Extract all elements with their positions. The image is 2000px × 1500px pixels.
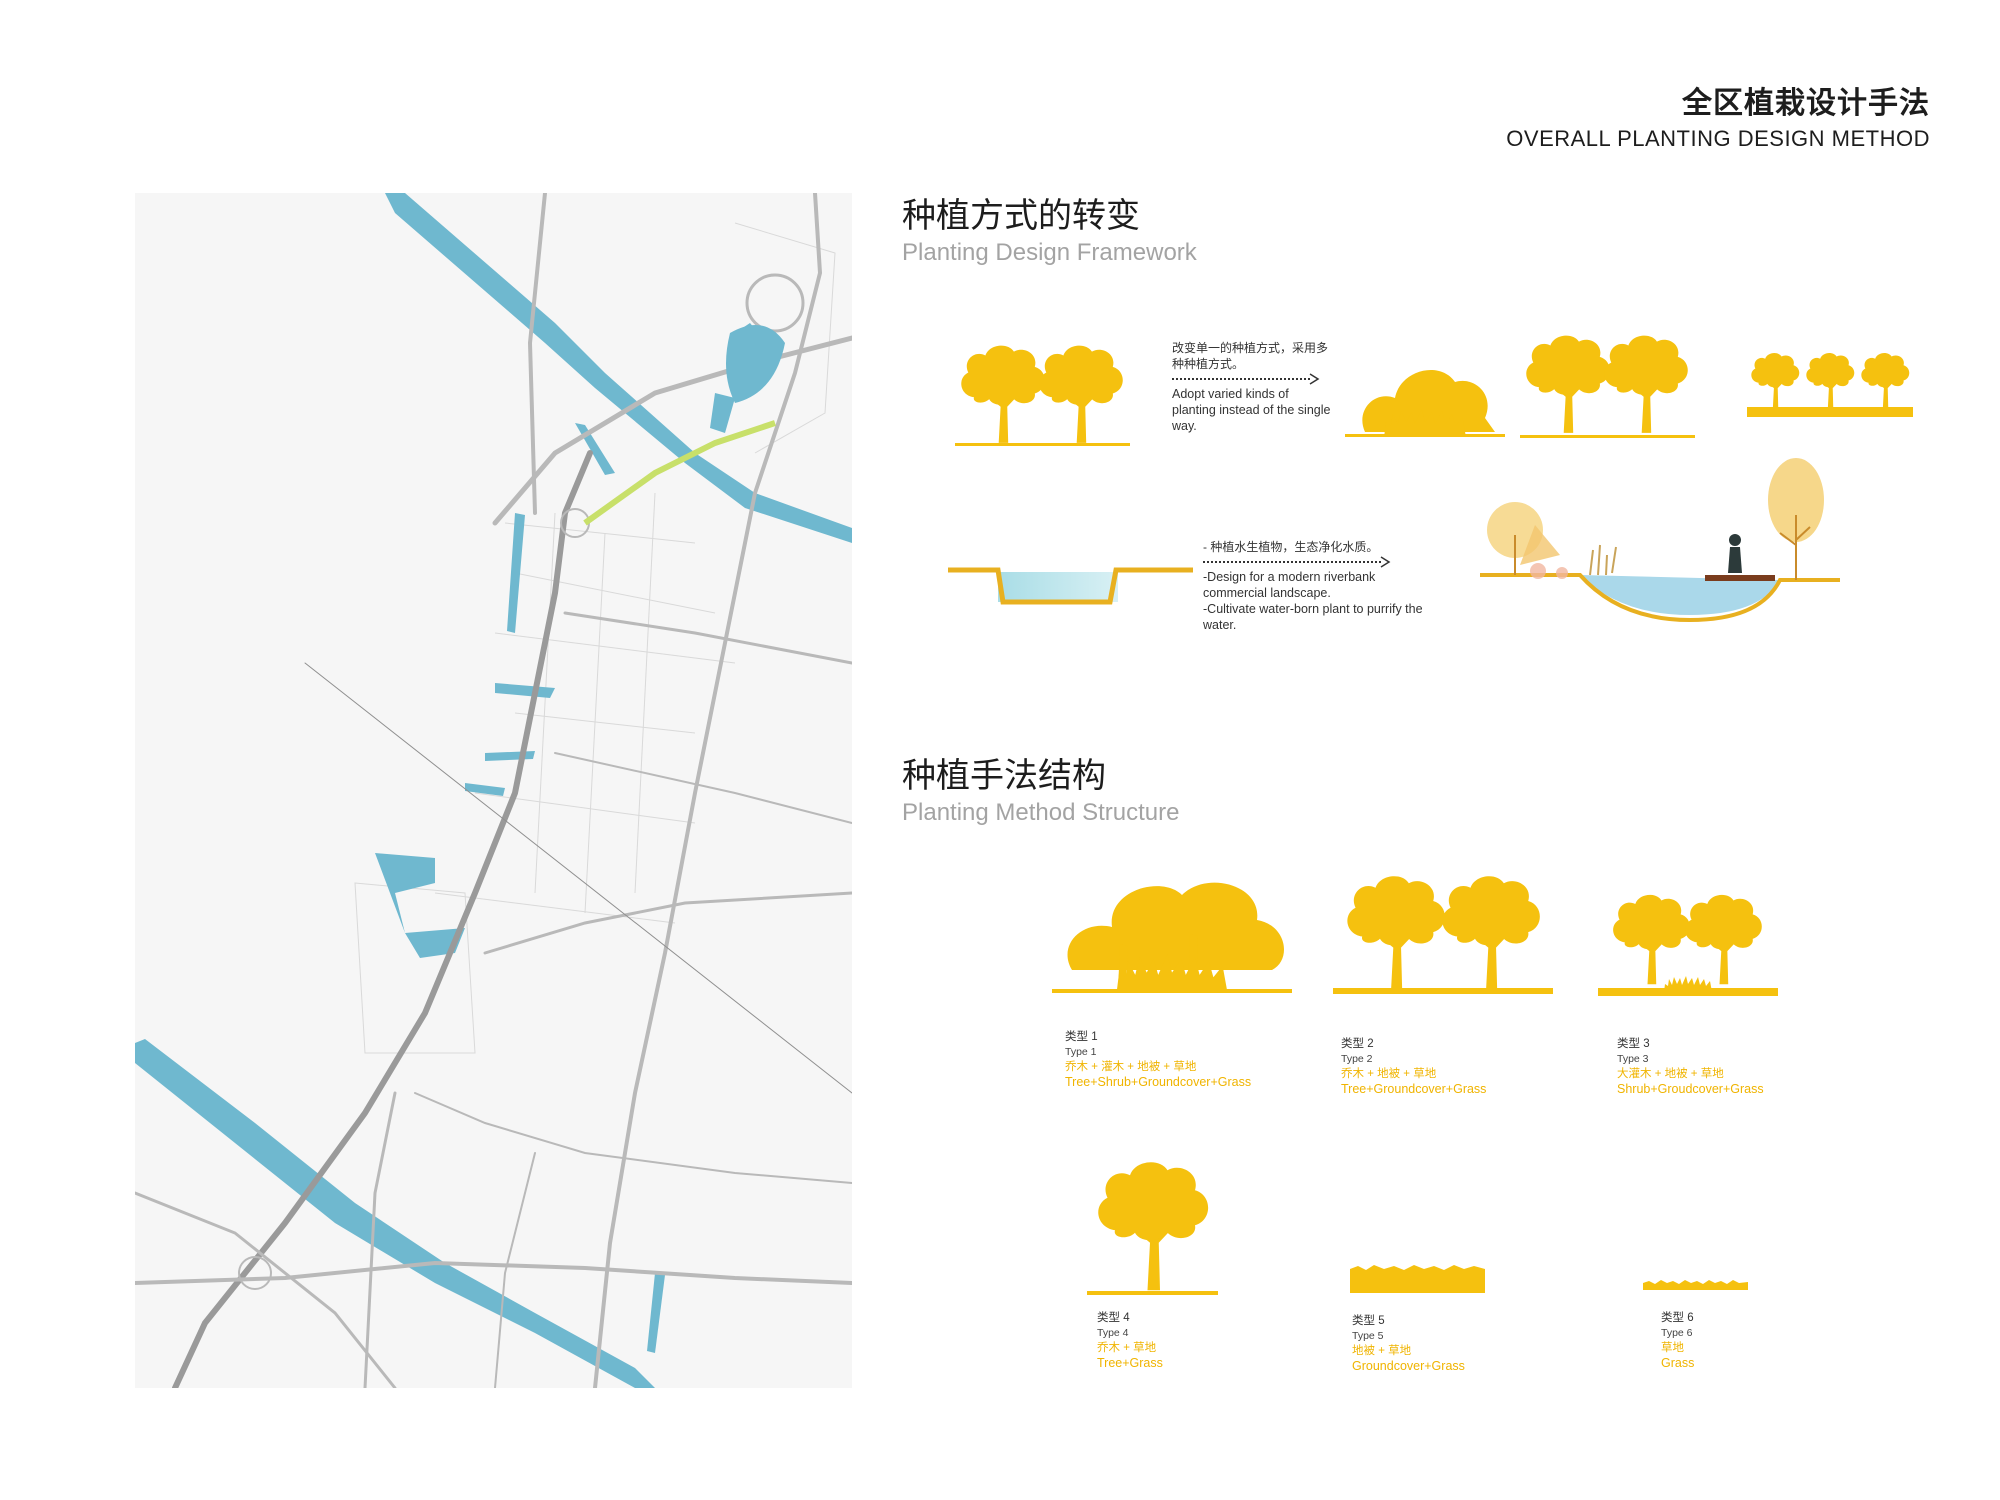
page-title: 全区植栽设计手法 [1682,86,1930,121]
tree-icon [1098,1162,1209,1291]
note-varied-planting: 改变单一的种植方式，采用多种种植方式。 Adopt varied kinds o… [1172,340,1332,434]
shrub-row-illustration [1745,345,1915,420]
type3-mix-cn: 大灌木 + 地被 + 草地 [1617,1068,1724,1080]
tree-icon [1861,353,1910,409]
type3-illustration [1598,890,1778,998]
tree-icon [1806,353,1855,409]
type5-caption: 类型 5 Type 5 地被 + 草地 Groundcover+Grass [1352,1314,1465,1374]
page-header: 全区植栽设计手法 OVERALL PLANTING DESIGN METHOD [1506,78,1930,152]
section-framework-heading: 种植方式的转变 Planting Design Framework [902,188,1197,267]
type1-caption: 类型 1 Type 1 乔木 + 灌木 + 地被 + 草地 Tree+Shrub… [1065,1030,1251,1090]
road-network [135,193,852,1388]
tree-icon [1347,876,1445,990]
site-map-drawing [135,193,852,1388]
dotted-arrow-icon [1203,556,1391,568]
urban-fabric [354,222,836,1054]
type5-illustration [1350,1263,1485,1293]
type2-mix-cn: 乔木 + 地被 + 草地 [1341,1068,1437,1080]
type5-mix-en: Groundcover+Grass [1352,1359,1465,1373]
type6-caption: 类型 6 Type 6 草地 Grass [1661,1311,1694,1371]
type3-mix-en: Shrub+Groudcover+Grass [1617,1082,1764,1096]
tree-icon [1685,894,1762,985]
type2-label-en: Type 2 [1341,1053,1373,1065]
mixed-planting-illustration [1345,340,1505,440]
type4-mix-cn: 乔木 + 草地 [1097,1342,1157,1354]
type6-mix-en: Grass [1661,1356,1695,1370]
type2-mix-en: Tree+Groundcover+Grass [1341,1082,1487,1096]
type2-caption: 类型 2 Type 2 乔木 + 地被 + 草地 Tree+Groundcove… [1341,1037,1486,1097]
hard-channel-illustration [948,560,1193,610]
note-riverbank-en1: -Design for a modern riverbank commercia… [1203,570,1376,600]
type4-label-en: Type 4 [1097,1327,1129,1339]
type3-caption: 类型 3 Type 3 大灌木 + 地被 + 草地 Shrub+Groudcov… [1617,1037,1764,1097]
note-riverbank-cn: - 种植水生植物，生态净化水质。 [1203,540,1379,554]
type1-label-en: Type 1 [1065,1046,1097,1058]
tree-icon [1751,353,1800,409]
type1-illustration [1052,865,1292,995]
type1-mix-cn: 乔木 + 灌木 + 地被 + 草地 [1065,1061,1197,1073]
note-riverbank-en2: -Cultivate water-born plant to purrify t… [1203,602,1423,632]
single-planting-illustration [955,335,1130,450]
type1-label-cn: 类型 1 [1065,1031,1098,1043]
type5-label-en: Type 5 [1352,1330,1384,1342]
note-riverbank: - 种植水生植物，生态净化水质。 -Design for a modern ri… [1203,539,1423,633]
tree-row-illustration [1520,330,1695,442]
type4-mix-en: Tree+Grass [1097,1356,1163,1370]
tree-icon [1526,335,1610,433]
type6-label-cn: 类型 6 [1661,1312,1694,1324]
section-framework-title: 种植方式的转变 [902,196,1140,236]
tree-icon [1604,335,1688,433]
type4-caption: 类型 4 Type 4 乔木 + 草地 Tree+Grass [1097,1311,1163,1371]
type3-label-en: Type 3 [1617,1053,1649,1065]
site-map [135,193,852,1388]
dotted-arrow-icon [1172,373,1320,385]
type5-mix-cn: 地被 + 草地 [1352,1345,1412,1357]
type3-label-cn: 类型 3 [1617,1038,1650,1050]
type6-illustration [1643,1275,1748,1290]
lake-node [726,325,785,403]
type6-label-en: Type 6 [1661,1327,1693,1339]
page-subtitle: OVERALL PLANTING DESIGN METHOD [1506,126,1930,151]
type6-mix-cn: 草地 [1661,1342,1684,1354]
greenway-path [583,420,776,526]
section-structure-title: 种植手法结构 [902,756,1106,796]
type5-label-cn: 类型 5 [1352,1315,1385,1327]
ecological-riverbank-illustration [1480,455,1840,625]
type1-mix-en: Tree+Shrub+Groundcover+Grass [1065,1075,1252,1089]
type2-illustration [1333,870,1553,998]
type4-illustration [1085,1155,1220,1300]
note-varied-planting-cn: 改变单一的种植方式，采用多种种植方式。 [1172,341,1329,371]
section-structure-subtitle: Planting Method Structure [902,799,1180,826]
note-varied-planting-en: Adopt varied kinds of planting instead o… [1172,387,1331,433]
tree-icon [961,345,1045,443]
tree-icon [1442,876,1540,990]
river-network [135,193,852,1388]
section-framework-subtitle: Planting Design Framework [902,239,1197,266]
type2-label-cn: 类型 2 [1341,1038,1374,1050]
tree-icon [1613,894,1690,985]
section-structure-heading: 种植手法结构 Planting Method Structure [902,748,1180,827]
type4-label-cn: 类型 4 [1097,1312,1130,1324]
tree-icon [1039,345,1123,443]
